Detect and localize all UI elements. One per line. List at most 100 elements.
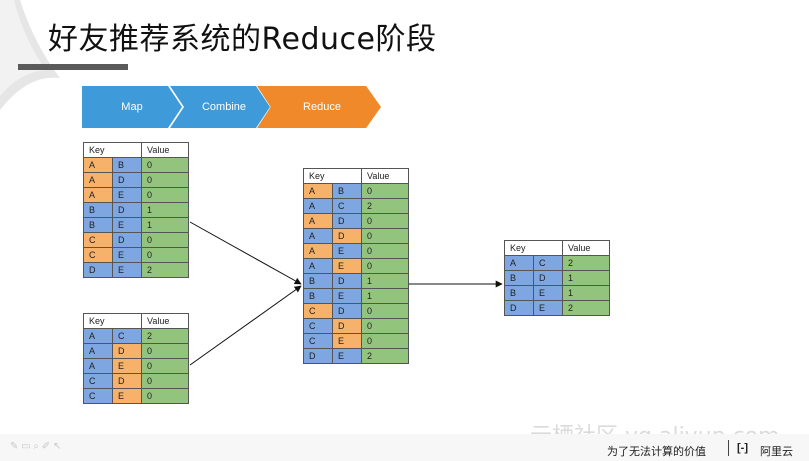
key-second-cell: E	[112, 187, 142, 203]
arrow-table1-to-merged	[189, 221, 302, 285]
value-cell: 0	[361, 213, 409, 229]
value-cell: 0	[141, 373, 189, 389]
stage-map: Map	[82, 86, 182, 128]
key-first-cell: C	[83, 247, 113, 263]
key-second-cell: C	[112, 328, 142, 344]
stage-reduce: Reduce	[257, 86, 381, 128]
value-cell: 1	[361, 273, 409, 289]
key-second-cell: E	[112, 388, 142, 404]
pointer-icon[interactable]: ↖	[52, 441, 62, 452]
value-cell: 0	[361, 318, 409, 334]
footer-slogan: 为了无法计算的价值	[607, 446, 706, 458]
value-cell: 1	[562, 270, 610, 286]
key-second-cell: E	[533, 300, 563, 316]
key-first-cell: C	[83, 232, 113, 248]
value-cell: 2	[562, 300, 610, 316]
corner-decoration	[0, 0, 60, 110]
pencil-icon[interactable]: ✐	[41, 441, 51, 452]
footer-bar	[0, 434, 809, 461]
key-second-cell: D	[332, 228, 362, 244]
value-cell: 0	[141, 157, 189, 173]
key-first-cell: C	[83, 388, 113, 404]
header-key: Key	[303, 168, 362, 184]
title-underline	[18, 64, 128, 70]
key-first-cell: D	[83, 262, 113, 278]
key-second-cell: B	[332, 183, 362, 199]
header-value: Value	[141, 313, 189, 329]
key-second-cell: D	[112, 202, 142, 218]
value-cell: 2	[141, 262, 189, 278]
key-second-cell: E	[112, 262, 142, 278]
arrow-table2-to-merged	[189, 285, 302, 366]
footer-brand: 阿里云	[760, 446, 793, 458]
value-cell: 0	[141, 388, 189, 404]
value-cell: 1	[562, 285, 610, 301]
aliyun-logo-icon: [-]	[737, 442, 748, 454]
value-cell: 0	[361, 243, 409, 259]
value-cell: 2	[141, 328, 189, 344]
key-first-cell: B	[303, 288, 333, 304]
search-icon[interactable]: ⌕	[33, 441, 40, 452]
footer-separator	[728, 440, 729, 456]
key-first-cell: C	[83, 373, 113, 389]
key-first-cell: C	[303, 333, 333, 349]
stage-label: Reduce	[303, 101, 341, 113]
header-key: Key	[83, 313, 142, 329]
key-first-cell: A	[83, 343, 113, 359]
value-cell: 1	[141, 217, 189, 233]
key-second-cell: D	[332, 213, 362, 229]
value-cell: 0	[361, 258, 409, 274]
key-second-cell: D	[332, 303, 362, 319]
key-first-cell: D	[504, 300, 534, 316]
pen-icon[interactable]: ✎	[10, 441, 19, 452]
key-first-cell: A	[83, 328, 113, 344]
value-cell: 0	[141, 343, 189, 359]
slide-tools: ✎ ▭ ⌕ ✐ ↖	[10, 441, 61, 452]
key-second-cell: E	[112, 217, 142, 233]
key-second-cell: E	[112, 358, 142, 374]
value-cell: 0	[141, 247, 189, 263]
screen-icon[interactable]: ▭	[21, 441, 31, 452]
stage-label: Combine	[201, 101, 247, 113]
value-cell: 2	[361, 348, 409, 364]
page-title: 好友推荐系统的Reduce阶段	[48, 22, 437, 57]
key-first-cell: B	[504, 285, 534, 301]
value-cell: 0	[141, 172, 189, 188]
key-second-cell: E	[332, 288, 362, 304]
stage-combine: Combine	[170, 86, 270, 128]
value-cell: 0	[361, 303, 409, 319]
key-second-cell: D	[332, 273, 362, 289]
stage-label: Map	[121, 101, 143, 113]
key-second-cell: E	[332, 333, 362, 349]
key-first-cell: D	[303, 348, 333, 364]
value-cell: 1	[361, 288, 409, 304]
